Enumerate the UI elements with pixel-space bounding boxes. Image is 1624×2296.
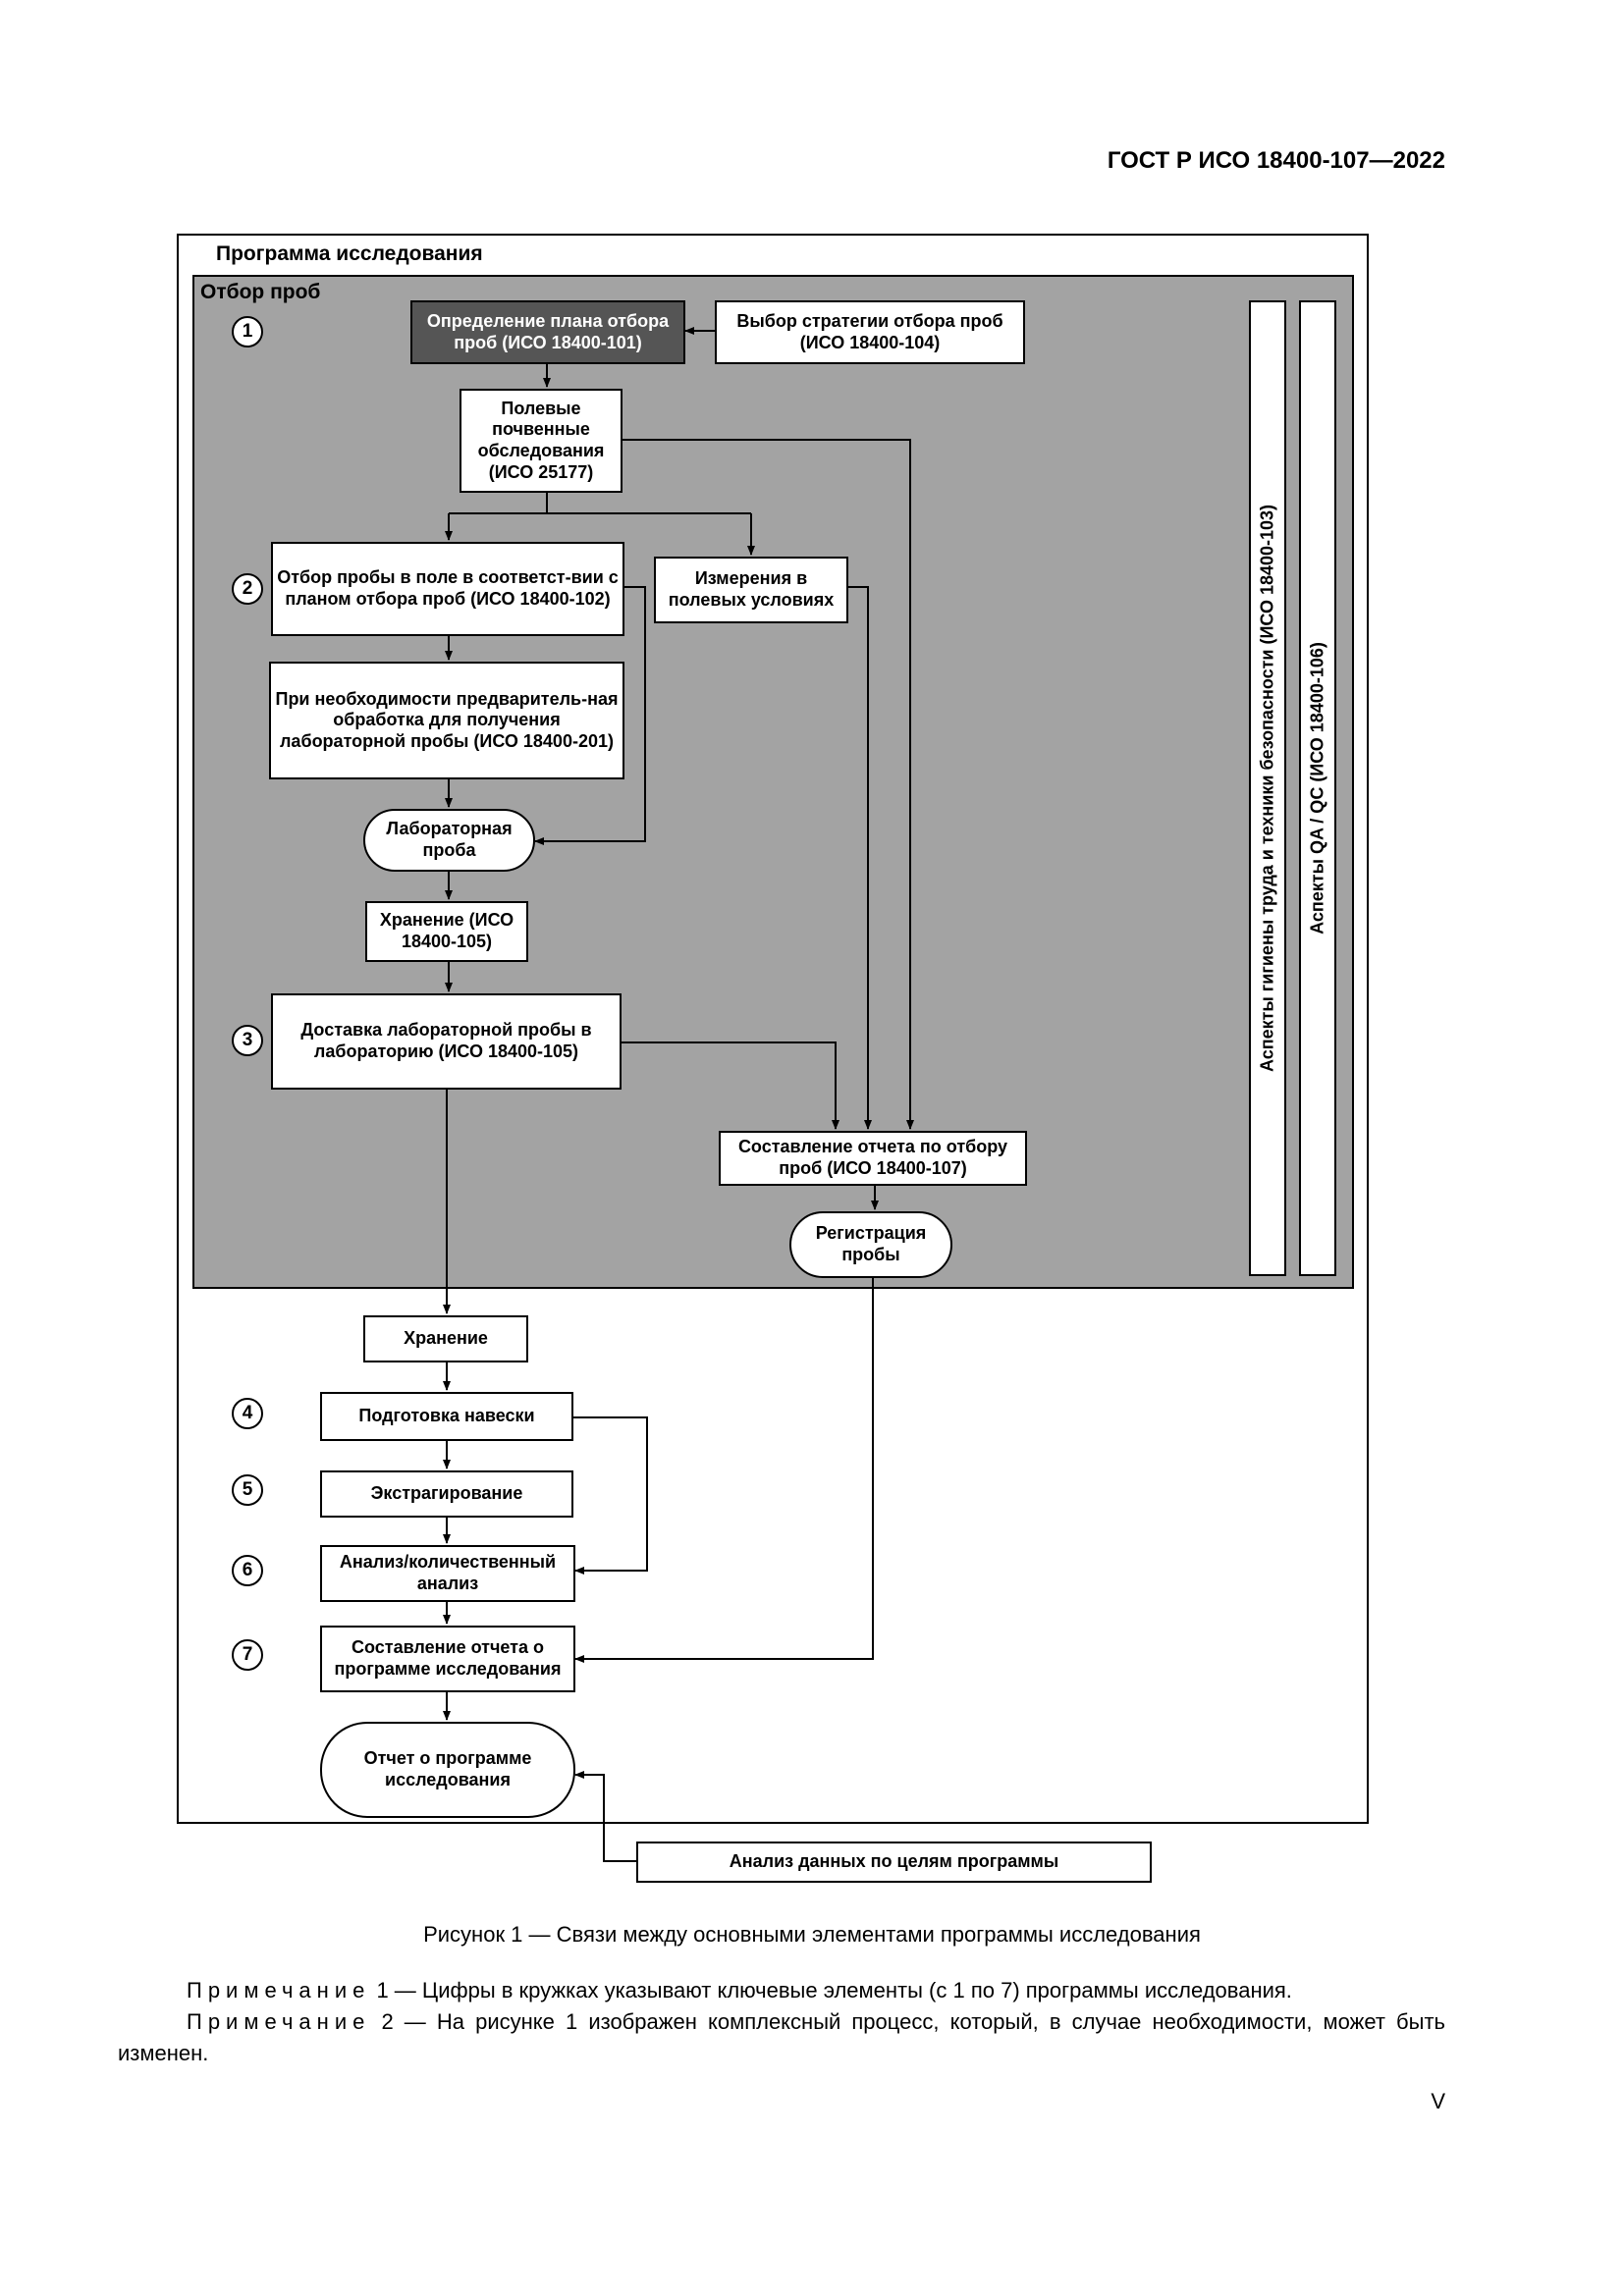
note-1-text: 1 — Цифры в кружках указывают ключевые э… <box>370 1978 1292 2002</box>
box-field-survey: Полевые почвенные обследования (ИСО 2517… <box>460 389 623 493</box>
arrow-weighing-analysis <box>573 1416 648 1575</box>
side-bar-qaqc: Аспекты QA / QC (ИСО 18400-106) <box>1299 300 1336 1276</box>
box-sampling-strategy: Выбор стратегии отбора проб (ИСО 18400-1… <box>715 300 1025 364</box>
sampling-frame <box>192 275 1354 1289</box>
note-1: Примечание 1 — Цифры в кружках указывают… <box>118 1975 1445 2006</box>
box-registration: Регистрация пробы <box>789 1211 952 1278</box>
box-field-measurements: Измерения в полевых условиях <box>654 557 848 623</box>
side-bar-safety: Аспекты гигиены труда и техники безопасн… <box>1249 300 1286 1276</box>
note-2: Примечание 2 — На рисунке 1 изображен ко… <box>118 2006 1445 2069</box>
sampling-frame-label: Отбор проб <box>200 281 321 304</box>
program-frame-label: Программа исследования <box>216 242 483 265</box>
box-pretreatment: При необходимости предваритель-ная обраб… <box>269 662 624 779</box>
step-number-4: 4 <box>232 1398 263 1429</box>
arrow-dataanalysis-final <box>574 1771 636 1862</box>
box-lab-sample: Лабораторная проба <box>363 809 535 872</box>
arrow-delivery-report <box>622 1041 839 1130</box>
box-weighing: Подготовка навески <box>320 1392 573 1441</box>
figure-caption: Рисунок 1 — Связи между основными элемен… <box>423 1922 1201 1947</box>
box-storage-2: Хранение <box>363 1315 528 1362</box>
side-bar-safety-text: Аспекты гигиены труда и техники безопасн… <box>1257 504 1277 1073</box>
step-number-6: 6 <box>232 1555 263 1586</box>
box-extraction: Экстрагирование <box>320 1470 573 1518</box>
line-survey-split <box>449 493 751 514</box>
box-data-analysis: Анализ данных по целям программы <box>636 1842 1152 1883</box>
note-1-lead: Примечание <box>187 1978 371 2002</box>
note-2-text: 2 — На рисунке 1 изображен комплексный п… <box>118 2009 1445 2065</box>
box-sampling-plan: Определение плана отбора проб (ИСО 18400… <box>410 300 685 364</box>
step-number-2: 2 <box>232 573 263 605</box>
box-program-report: Составление отчета о программе исследова… <box>320 1626 575 1692</box>
box-field-sampling: Отбор пробы в поле в соответст-вии с пла… <box>271 542 624 636</box>
note-2-lead: Примечание <box>187 2009 371 2034</box>
step-number-1: 1 <box>232 316 263 347</box>
box-sampling-report: Составление отчета по отбору проб (ИСО 1… <box>719 1131 1027 1186</box>
box-delivery: Доставка лабораторной пробы в лаборатори… <box>271 993 622 1090</box>
step-number-3: 3 <box>232 1025 263 1056</box>
program-frame <box>177 234 1369 1824</box>
page-number: V <box>1431 2089 1445 2113</box>
step-number-7: 7 <box>232 1639 263 1671</box>
arrow-sampling-labsample <box>534 586 646 845</box>
box-program-report-final: Отчет о программе исследования <box>320 1722 575 1818</box>
box-analysis: Анализ/количественный анализ <box>320 1545 575 1602</box>
step-number-5: 5 <box>232 1474 263 1506</box>
box-storage-1: Хранение (ИСО 18400-105) <box>365 901 528 962</box>
standard-header: ГОСТ Р ИСО 18400-107—2022 <box>1107 147 1445 174</box>
side-bar-qaqc-text: Аспекты QA / QC (ИСО 18400-106) <box>1307 642 1327 934</box>
arrow-measurements-report <box>848 586 872 1130</box>
arrow-registration-report <box>574 1278 874 1663</box>
arrow-survey-report <box>623 439 914 1130</box>
